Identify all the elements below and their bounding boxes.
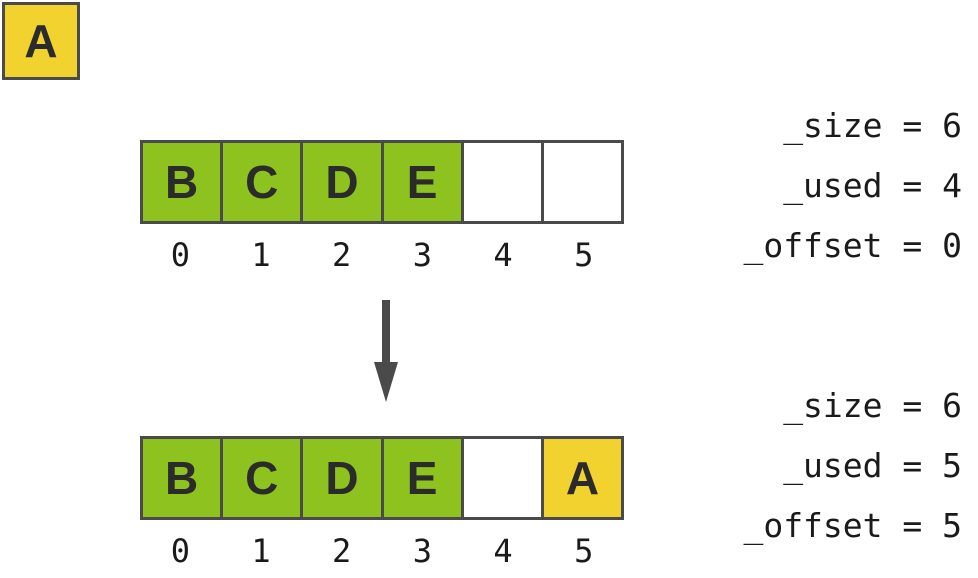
- stat-used: _used = 4: [783, 166, 962, 205]
- down-arrow-icon: [374, 300, 398, 402]
- cell-label: E: [406, 452, 438, 504]
- index-label: 3: [412, 236, 432, 274]
- stat-offset: _offset = 0: [743, 226, 962, 265]
- array-after-cell-3: E: [383, 439, 461, 517]
- array-before: B C D E: [140, 140, 624, 224]
- index-label: 4: [493, 532, 513, 570]
- index-label: 2: [332, 236, 352, 274]
- cell-label: A: [565, 452, 600, 504]
- array-before-cell-5: [543, 143, 622, 221]
- array-after-cell-2: D: [303, 439, 381, 517]
- stats-after: _size = 6 _used = 5 _offset = 5: [743, 376, 962, 556]
- array-before-cell-0: B: [143, 143, 221, 221]
- array-after: B C D E A: [140, 436, 624, 520]
- index-label: 3: [412, 532, 432, 570]
- array-before-cell-4: [463, 143, 541, 221]
- new-item-box: A: [2, 2, 80, 80]
- stat-used: _used = 5: [783, 446, 962, 485]
- array-after-cell-4: [463, 439, 541, 517]
- cell-label: B: [164, 452, 199, 504]
- stats-before: _size = 6 _used = 4 _offset = 0: [743, 96, 962, 276]
- array-after-cell-0: B: [143, 439, 221, 517]
- cell-label: C: [245, 452, 279, 504]
- array-after-cell-1: C: [223, 439, 301, 517]
- array-before-cell-3: E: [383, 143, 461, 221]
- index-label: 5: [574, 236, 594, 274]
- index-label: 0: [170, 236, 190, 274]
- array-after-cell-5: A: [543, 439, 622, 517]
- stat-size: _size = 6: [783, 106, 962, 145]
- array-after-indices: 0 1 2 3 4 5: [140, 532, 624, 570]
- index-label: 4: [493, 236, 513, 274]
- stat-offset: _offset = 5: [743, 506, 962, 545]
- array-before-cell-2: D: [303, 143, 381, 221]
- index-label: 1: [251, 532, 271, 570]
- index-label: 5: [574, 532, 594, 570]
- array-before-cell-1: C: [223, 143, 301, 221]
- new-item-label: A: [24, 15, 58, 67]
- stat-size: _size = 6: [783, 386, 962, 425]
- index-label: 2: [332, 532, 352, 570]
- cell-label: E: [406, 156, 438, 208]
- cell-label: D: [325, 452, 359, 504]
- cell-label: C: [245, 156, 279, 208]
- index-label: 1: [251, 236, 271, 274]
- index-label: 0: [170, 532, 190, 570]
- cell-label: B: [164, 156, 199, 208]
- array-before-indices: 0 1 2 3 4 5: [140, 236, 624, 274]
- cell-label: D: [325, 156, 359, 208]
